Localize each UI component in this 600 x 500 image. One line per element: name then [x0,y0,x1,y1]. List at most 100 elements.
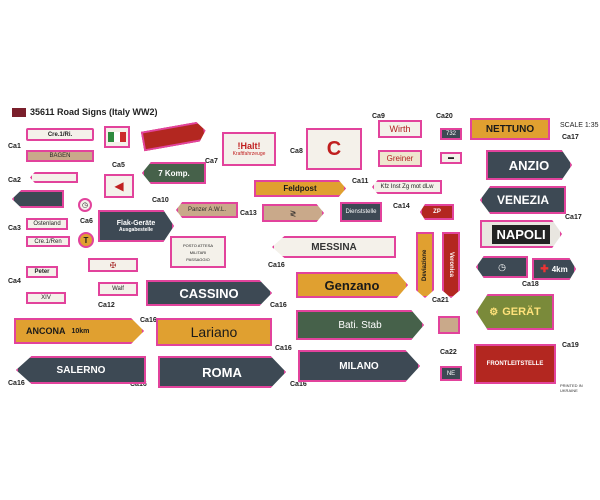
sign-bagen: BAGEN [26,150,94,162]
sign-cre1r: Cre.1/Ren [26,236,70,247]
sign-732: 732 [440,128,462,140]
sign-zp: ZP [420,204,454,220]
sign-halt: !Halt! Kraftfahrzeuge [222,132,276,166]
sign-peter: Peter [26,266,58,278]
label-ca6: Ca6 [80,218,93,225]
sign-arrow-dark-blank: ◷ [476,256,528,278]
sign-messina: MESSINA [272,236,396,258]
sign-kfz: Kfz Inst Zg mot dLw [372,180,442,194]
label-ca10: Ca10 [152,197,169,204]
sign-symbol-cross: ✠ [88,258,138,272]
sign-7komp: 7 Komp. [142,162,206,184]
tank-icon: ≷ [289,208,297,218]
clock-icon: ◷ [81,202,89,209]
sign-veronica: Veronica [442,232,460,298]
footer-text: PRINTED IN UKRAINE [560,383,583,393]
sign-ne: NE [440,366,462,381]
page-title: 35611 Road Signs (Italy WW2) [30,107,158,117]
sign-xiv: XIV [26,292,66,304]
sign-greiner: Greiner [378,150,422,167]
label-ca9: Ca9 [372,113,385,120]
label-ca21: Ca21 [432,297,449,304]
label-ca14: Ca14 [393,203,410,210]
label-ca16g: Ca16 [130,381,147,388]
sign-anzio: ANZIO [486,150,572,180]
sign-roma: ROMA [158,356,286,388]
sign-arrow-blank-dark [12,190,64,208]
sign-flag [104,126,130,148]
sign-red-arrow [141,121,208,152]
letter-t-icon: T [83,235,89,245]
label-ca16b: Ca16 [270,302,287,309]
label-ca16f: Ca16 [8,380,25,387]
sign-frontleitstelle: FRONTLEITSTELLE [474,344,556,384]
sign-small-gw: ▬ [440,152,462,164]
label-ca5: Ca5 [112,162,125,169]
clock-icon: ◷ [498,261,506,272]
flag-icon [108,132,126,142]
sign-flak: Flak-Geräte Ausgabestelle [98,210,174,242]
sign-nettuno: NETTUNO [470,118,550,140]
sign-bati-stab: Bati. Stab [296,310,424,340]
sign-napoli-text: NAPOLI [492,224,550,244]
label-ca18: Ca18 [522,281,539,288]
label-ca13: Ca13 [240,210,257,217]
label-ca20: Ca20 [436,113,453,120]
label-ca4: Ca4 [8,278,21,285]
sign-ancona: ANCONA 10km [14,318,144,344]
sign-symbol-red: ◀ [104,174,134,198]
label-ca22: Ca22 [440,349,457,356]
sign-halt-text: !Halt! [237,141,261,151]
sign-z-arrow: ≷ [262,204,324,222]
sign-milano: MILANO [298,350,420,382]
text-small-icon: ▬ [448,155,454,161]
label-ca12: Ca12 [98,302,115,309]
sign-arrow-blank-1 [30,172,78,183]
sign-round-clock: ◷ [78,198,92,212]
sign-halt-sub: Kraftfahrzeuge [232,151,266,157]
sign-lariano: Lariano [156,318,272,346]
sign-small-tan [438,316,460,334]
label-ca7: Ca7 [205,158,218,165]
label-ca16c: Ca16 [140,317,157,324]
label-ca3: Ca3 [8,225,21,232]
sign-posto-line1: POSTO ATTESA [182,242,214,248]
sign-wirth: Wirth [378,120,422,138]
label-ca8: Ca8 [290,148,303,155]
sign-feldpost: Feldpost [254,180,346,197]
sign-walf: Walf [98,282,138,296]
sign-ancona-city: ANCONA [26,326,66,336]
label-ca16e: Ca16 [290,381,307,388]
sign-panzer: Panzer A.W.L. [176,202,238,218]
red-cross-icon: ✚ [540,263,549,275]
sign-napoli: NAPOLI [480,220,562,248]
sign-cassino: CASSINO [146,280,272,306]
sign-4km-text: 4km [551,264,568,274]
sign-gerat-text: GERÄT [502,306,541,318]
sign-posto-line2: MILITARI [189,249,207,255]
label-ca1: Ca1 [8,143,21,150]
label-ca17a: Ca17 [562,134,579,141]
red-flag-icon: ◀ [114,179,124,193]
sign-4km: ✚ 4km [532,258,576,280]
sign-deviazione: Deviazione [416,232,434,298]
sign-round-t: T [78,232,94,248]
sign-gerat: ⚙ GERÄT [476,294,554,330]
sign-c-board: C [306,128,362,170]
sign-dienststelle: Dienststelle [340,202,382,222]
eagle-icon: ✠ [109,260,117,270]
label-ca16a: Ca16 [268,262,285,269]
gear-icon: ⚙ [489,306,499,318]
scale-text: SCALE 1:35 [560,122,599,129]
sign-posto-line3: PASSAGGIO [186,256,210,262]
label-ca2: Ca2 [8,177,21,184]
label-ca17b: Ca17 [565,214,582,221]
brand-logo [12,108,26,117]
sign-flak-line2: Ausgabestelle [119,226,153,233]
label-ca11: Ca11 [352,178,369,185]
sign-ostenland: Ostenland [26,218,68,230]
sign-posto: POSTO ATTESA MILITARI PASSAGGIO [170,236,226,268]
sign-salerno: SALERNO [16,356,146,384]
label-ca16d: Ca16 [275,345,292,352]
sign-venezia: VENEZIA [480,186,566,214]
